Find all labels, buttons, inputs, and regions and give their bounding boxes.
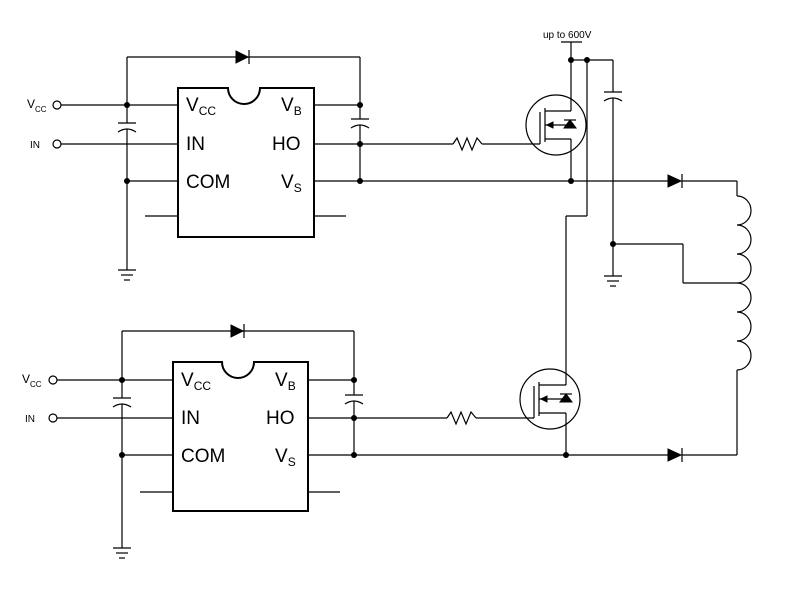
svg-text:VCC: VCC: [22, 372, 42, 389]
upper-output-diode: [667, 174, 683, 188]
lower-driver-circuit: VCC IN VCC IN COM VB HO VS: [22, 324, 668, 559]
upper-gate-resistor: [452, 136, 483, 152]
lower-pin-ho: HO: [266, 408, 295, 429]
upper-ground-symbol: [118, 269, 136, 281]
upper-mosfet: [525, 94, 587, 156]
upper-in-label: IN: [30, 140, 40, 151]
lower-vcc-terminal: [48, 375, 58, 385]
lower-pin-com: COM: [181, 446, 225, 467]
upper-driver-circuit: VCC IN VCC IN COM VB HO VS: [27, 50, 668, 281]
load-inductor: [736, 195, 752, 371]
upper-in-terminal: [52, 139, 62, 149]
upper-pin-vb: VB: [281, 95, 302, 118]
upper-driver-ic: [177, 87, 315, 238]
upper-pin-vcc: VCC: [186, 95, 216, 118]
upper-pin-in: IN: [186, 134, 205, 155]
svg-text:VCC: VCC: [27, 97, 47, 114]
supply-voltage-label: up to 600V: [543, 30, 592, 41]
lower-output-diode: [667, 448, 683, 462]
upper-pin-vs: VS: [281, 172, 302, 195]
lower-pin-vb: VB: [275, 370, 296, 393]
lower-driver-ic: [172, 361, 309, 512]
lower-bootstrap-diode: [230, 324, 245, 338]
lower-in-label: IN: [25, 414, 35, 425]
upper-vcc-terminal: [52, 100, 62, 110]
power-stage: up to 600V: [519, 30, 752, 462]
lower-gate-resistor: [446, 410, 477, 426]
lower-in-terminal: [48, 413, 58, 423]
lower-ground-symbol: [113, 547, 131, 559]
lower-pin-in: IN: [181, 408, 200, 429]
upper-pin-ho: HO: [272, 134, 301, 155]
upper-pin-com: COM: [186, 172, 230, 193]
lower-mosfet: [519, 368, 581, 430]
bus-ground-symbol: [604, 275, 622, 287]
upper-bootstrap-diode: [235, 50, 250, 64]
lower-pin-vs: VS: [275, 446, 296, 469]
lower-pin-vcc: VCC: [181, 370, 211, 393]
